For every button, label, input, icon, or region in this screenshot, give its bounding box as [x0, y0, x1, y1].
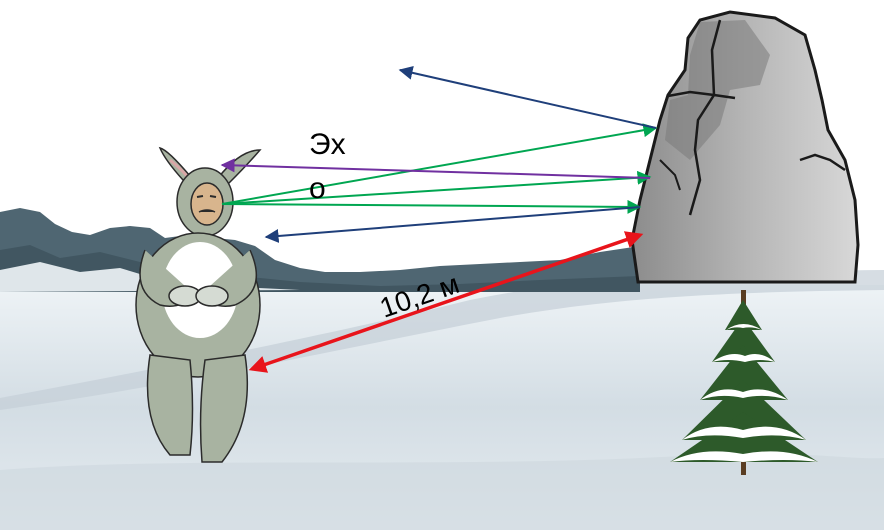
snowy-fir-tree-icon [670, 290, 818, 475]
sound-ray-green-1 [221, 123, 658, 205]
distance-arrow [248, 231, 644, 373]
sound-ray-green-3 [221, 199, 642, 214]
hare-figure-icon [135, 146, 262, 463]
echo-ray-blue-upper [398, 65, 657, 129]
sound-rays [220, 65, 658, 373]
echo-label-line1: Эх [309, 128, 346, 161]
echo-label-line2: о [309, 172, 326, 205]
echo-ray-blue-lower [264, 206, 641, 243]
sound-ray-green-2 [221, 170, 652, 205]
echo-ray-purple [220, 158, 651, 179]
rock-cliff-icon [630, 10, 860, 284]
mountain-range-icon [0, 208, 640, 292]
